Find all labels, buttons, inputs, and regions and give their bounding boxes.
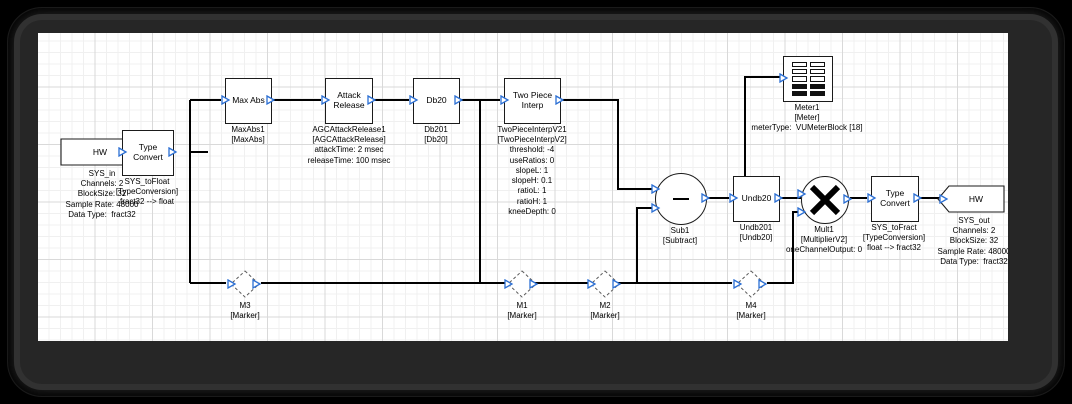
caption-type-convert-out: SYS_toFract [TypeConversion] float --> f… xyxy=(862,223,926,253)
type-convert-in-label-2: Convert xyxy=(133,152,163,162)
block-hw-out[interactable]: HW xyxy=(937,185,1005,218)
m4-shape xyxy=(736,270,766,298)
m2-shape xyxy=(590,270,620,298)
db20-body[interactable]: Db20 xyxy=(413,78,460,124)
two-piece-interp-label-1: Two Piece xyxy=(512,90,553,101)
db20-input-port[interactable] xyxy=(409,95,419,105)
caption-meter1: Meter1 [Meter] meterType: VUMeterBlock [… xyxy=(751,103,863,133)
sub1-input-port-2[interactable] xyxy=(651,203,661,213)
caption-hw-out: SYS_out Channels: 2 BlockSize: 32 Sample… xyxy=(937,216,1008,266)
meter-bar xyxy=(809,61,825,67)
hw-out-label: HW xyxy=(968,194,984,204)
db20-output-port[interactable] xyxy=(454,95,464,105)
type-convert-out-label-1: Type xyxy=(885,188,905,199)
sub1-body[interactable] xyxy=(655,173,707,225)
attack-release-label-1: Attack xyxy=(337,90,361,101)
caption-hw-in: SYS_in Channels: 2 BlockSize: 32 Sample … xyxy=(65,169,139,219)
caption-db20: Db201 [Db20] xyxy=(424,125,448,145)
block-m1[interactable] xyxy=(504,269,539,304)
type-convert-in-body[interactable]: Type Convert xyxy=(122,130,174,176)
mult1-body[interactable] xyxy=(801,176,849,224)
caption-m2: M2 [Marker] xyxy=(590,301,620,321)
two-piece-interp-label-2: Interp xyxy=(521,100,544,110)
type-convert-in-input-port[interactable] xyxy=(118,147,128,157)
caption-two-piece-interp: TwoPieceInterpV21 [TwoPieceInterpV2] thr… xyxy=(497,125,567,216)
caption-m3: M3 [Marker] xyxy=(230,301,260,321)
wire-m4-mult xyxy=(767,211,801,284)
m4-output-port[interactable] xyxy=(758,279,768,289)
attack-release-output-port[interactable] xyxy=(367,95,377,105)
m3-shape xyxy=(230,270,260,298)
meter-bar xyxy=(809,76,825,82)
meter-bar xyxy=(809,69,825,75)
caption-attack-release: AGCAttackRelease1 [AGCAttackRelease] att… xyxy=(307,125,391,165)
type-convert-in-output-port[interactable] xyxy=(168,147,178,157)
meter-bar xyxy=(791,83,807,89)
type-convert-out-body[interactable]: Type Convert xyxy=(871,176,919,222)
meter-bar xyxy=(809,91,825,97)
attack-release-label-2: Release xyxy=(333,100,365,110)
sub1-input-port-1[interactable] xyxy=(651,184,661,194)
caption-mult1: Mult1 [MultiplierV2] oneChannelOutput: 0 xyxy=(785,225,863,255)
hw-out-input-port[interactable] xyxy=(939,194,949,204)
two-piece-interp-output-port[interactable] xyxy=(555,95,565,105)
db20-label: Db20 xyxy=(426,95,447,106)
max-abs-label: Max Abs xyxy=(232,95,265,106)
m3-output-port[interactable] xyxy=(252,279,262,289)
max-abs-input-port[interactable] xyxy=(221,95,231,105)
caption-type-convert-in: SYS_toFloat [TypeConversion] fract32 -->… xyxy=(115,177,179,207)
meter1-input-port[interactable] xyxy=(779,73,789,83)
undb20-label: Undb20 xyxy=(741,193,772,204)
caption-sub1: Sub1 [Subtract] xyxy=(662,226,698,246)
type-convert-in-label-1: Type xyxy=(138,142,158,153)
caption-m1: M1 [Marker] xyxy=(507,301,537,321)
type-convert-out-output-port[interactable] xyxy=(913,193,923,203)
undb20-input-port[interactable] xyxy=(729,193,739,203)
mult1-input-port-1[interactable] xyxy=(797,189,807,199)
vu-meter-icon xyxy=(791,61,825,97)
mult1-output-port[interactable] xyxy=(843,194,853,204)
multiply-icon xyxy=(809,184,841,216)
block-m4[interactable] xyxy=(733,269,768,304)
minus-icon xyxy=(673,198,689,200)
undb20-body[interactable]: Undb20 xyxy=(733,176,780,222)
max-abs-output-port[interactable] xyxy=(266,95,276,105)
undb20-output-port[interactable] xyxy=(774,193,784,203)
two-piece-interp-input-port[interactable] xyxy=(500,95,510,105)
type-convert-out-label-2: Convert xyxy=(880,198,910,208)
wire-layer xyxy=(146,76,939,284)
hw-in-label: HW xyxy=(92,147,108,157)
caption-max-abs: MaxAbs1 [MaxAbs] xyxy=(231,125,265,145)
m1-input-port[interactable] xyxy=(504,279,514,289)
block-m3[interactable] xyxy=(227,269,262,304)
meter1-body[interactable] xyxy=(783,56,833,102)
diagram-canvas[interactable]: HW SYS_in Channels: 2 BlockSize: 32 Samp… xyxy=(38,33,1008,341)
type-convert-out-input-port[interactable] xyxy=(867,193,877,203)
attack-release-input-port[interactable] xyxy=(321,95,331,105)
m4-input-port[interactable] xyxy=(733,279,743,289)
meter-bar xyxy=(791,91,807,97)
meter-bar xyxy=(809,83,825,89)
block-m2[interactable] xyxy=(587,269,622,304)
meter-bar xyxy=(791,61,807,67)
mult1-input-port-2[interactable] xyxy=(797,207,807,217)
m2-output-port[interactable] xyxy=(612,279,622,289)
wire-undb20-meter xyxy=(744,76,781,198)
m2-input-port[interactable] xyxy=(587,279,597,289)
meter-bar xyxy=(791,76,807,82)
meter-bar xyxy=(791,69,807,75)
m3-input-port[interactable] xyxy=(227,279,237,289)
caption-m4: M4 [Marker] xyxy=(736,301,766,321)
wire-twopiece-sub1 xyxy=(563,99,655,190)
attack-release-body[interactable]: Attack Release xyxy=(325,78,373,124)
m1-output-port[interactable] xyxy=(529,279,539,289)
two-piece-interp-body[interactable]: Two Piece Interp xyxy=(504,78,561,124)
sub1-output-port[interactable] xyxy=(701,193,711,203)
m1-shape xyxy=(507,270,537,298)
caption-undb20: Undb201 [Undb20] xyxy=(739,223,773,243)
max-abs-body[interactable]: Max Abs xyxy=(225,78,272,124)
